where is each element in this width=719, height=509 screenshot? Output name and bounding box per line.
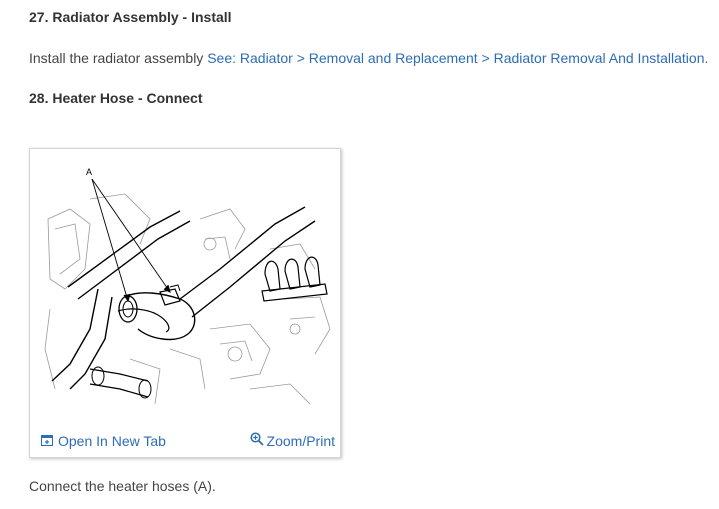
callout-label-a: A: [86, 167, 92, 177]
open-in-new-tab-label: Open In New Tab: [58, 433, 166, 449]
radiator-removal-link[interactable]: See: Radiator > Removal and Replacement …: [207, 50, 709, 66]
zoom-print-label: Zoom/Print: [266, 432, 335, 449]
zoom-print-button[interactable]: Zoom/Print: [249, 432, 335, 449]
heater-hose-figure: A Open In New Tab Zoom/Print: [29, 148, 341, 458]
magnifier-plus-icon: [249, 432, 264, 449]
step-28-instruction: Connect the heater hoses (A).: [29, 478, 216, 494]
step-27-instruction: Install the radiator assembly See: Radia…: [29, 50, 708, 66]
open-tab-icon: [41, 433, 53, 449]
step-27-text: Install the radiator assembly: [29, 50, 208, 66]
step-28-heading: 28. Heater Hose - Connect: [29, 90, 203, 106]
heater-hose-illustration[interactable]: A: [30, 149, 340, 424]
step-27-heading: 27. Radiator Assembly - Install: [29, 9, 232, 25]
open-in-new-tab-button[interactable]: Open In New Tab: [41, 433, 166, 449]
figure-toolbar: Open In New Tab Zoom/Print: [30, 427, 340, 457]
